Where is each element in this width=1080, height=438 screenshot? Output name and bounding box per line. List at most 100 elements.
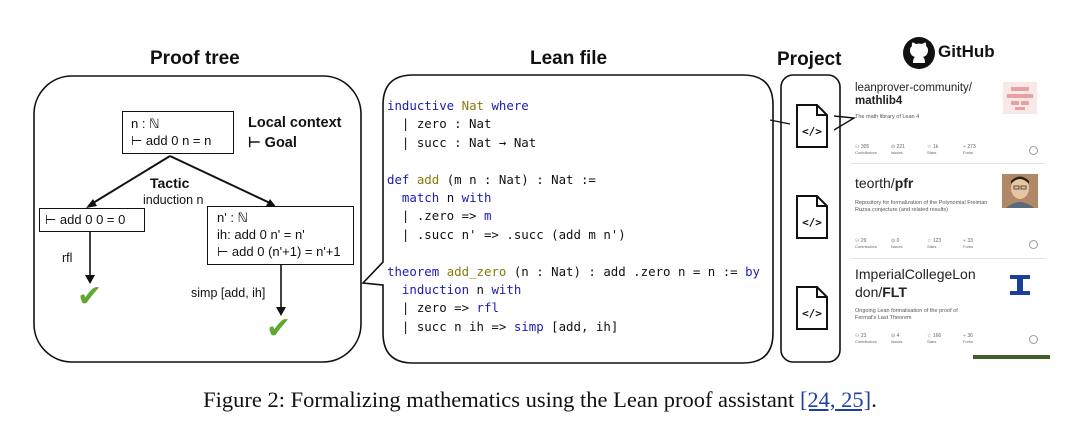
stat-label: Issues <box>891 244 903 249</box>
code-token: with <box>491 282 521 297</box>
base-case-node: ⊢ add 0 0 = 0 <box>39 208 145 232</box>
root-goal-node: n : ℕ ⊢ add 0 n = n <box>122 111 234 154</box>
code-file-icon: </> <box>791 194 831 240</box>
code-file-icon: </> <box>791 285 831 331</box>
code-token: [add, ih] <box>551 319 618 334</box>
card3-description: Ongoing Lean formalisation of the proof … <box>855 308 975 322</box>
card1-description: The math library of Lean 4 <box>855 114 995 121</box>
card1-repo[interactable]: mathlib4 <box>855 95 902 107</box>
project-file-2: </> <box>791 194 831 245</box>
root-hypothesis: n : ℕ <box>131 115 159 133</box>
card2-org: teorth/ <box>855 175 895 191</box>
base-case-goal: ⊢ add 0 0 = 0 <box>45 211 125 229</box>
root-goal: ⊢ add 0 n = n <box>131 132 211 150</box>
stat-label: Stars <box>927 150 936 155</box>
project-file-1: </> <box>791 103 831 154</box>
bottom-bar <box>973 355 1050 359</box>
code-token: m <box>484 208 491 223</box>
right-check-icon: ✔ <box>266 311 291 346</box>
card-separator <box>851 163 1046 164</box>
card3-repo: FLT <box>882 284 907 300</box>
rfl-tactic-label: rfl <box>62 251 72 265</box>
repo-stat: ⚇ 23Contributors <box>855 333 877 345</box>
card-separator <box>851 258 1046 259</box>
project-file-3: </> <box>791 285 831 336</box>
code-token: | succ : Nat → Nat <box>387 135 536 150</box>
code-token: def <box>387 172 417 187</box>
card3-org-line2: don/ <box>855 284 882 300</box>
code-token: where <box>491 98 528 113</box>
caption-text: Figure 2: Formalizing mathematics using … <box>203 387 800 412</box>
inductive-hyp-n: n' : ℕ <box>217 209 248 227</box>
stat-label: Contributors <box>855 244 877 249</box>
code-token: | succ n ih => <box>387 319 514 334</box>
mathlib-logo-icon <box>1003 82 1037 114</box>
stat-label: Issues <box>891 339 903 344</box>
code-token: add_zero <box>447 264 514 279</box>
code-line: induction n with <box>387 281 760 299</box>
repo-stat: ☆ 166Stars <box>927 333 941 345</box>
code-line: | succ n ih => simp [add, ih] <box>387 318 760 336</box>
lean-code-block: inductive Nat where | zero : Nat | succ … <box>387 97 760 336</box>
code-line: inductive Nat where <box>387 97 760 115</box>
code-token: theorem <box>387 264 447 279</box>
stat-label: Forks <box>963 244 973 249</box>
code-token: by <box>745 264 760 279</box>
stat-label: Stars <box>927 244 936 249</box>
code-token: (n : Nat) : add .zero n = n := <box>514 264 745 279</box>
simp-tactic-label: simp [add, ih] <box>191 286 265 300</box>
card1-org[interactable]: leanprover-community/ <box>855 82 972 94</box>
code-token: rfl <box>477 300 499 315</box>
code-line: | succ : Nat → Nat <box>387 134 760 152</box>
stat-label: Contributors <box>855 339 877 344</box>
svg-text:</>: </> <box>802 125 822 138</box>
code-line: theorem add_zero (n : Nat) : add .zero n… <box>387 263 760 281</box>
code-token: add <box>417 172 447 187</box>
code-token: (m n : Nat) : Nat := <box>447 172 596 187</box>
card2-avatar <box>1002 174 1038 208</box>
stat-label: Issues <box>891 150 903 155</box>
code-line <box>387 244 760 262</box>
code-token: | .zero => <box>387 208 484 223</box>
card2-repo: pfr <box>895 175 914 191</box>
code-token: match <box>387 190 447 205</box>
caption-reference-link[interactable]: [24, 25] <box>800 387 871 412</box>
card2-title[interactable]: teorth/pfr <box>855 175 913 191</box>
svg-text:</>: </> <box>802 216 822 229</box>
github-small-icon <box>1029 335 1038 344</box>
card3-stats: ⚇ 23Contributors⊙ 4Issues☆ 166Stars⑂ 36F… <box>855 333 1040 347</box>
person-avatar-icon <box>1002 174 1038 208</box>
code-token: simp <box>514 319 551 334</box>
card1-avatar <box>1003 82 1037 114</box>
tactic-name: induction n <box>143 193 203 207</box>
card2-description: Repository for formalization of the Poly… <box>855 200 995 214</box>
code-token: induction <box>387 282 477 297</box>
local-context-legend: Local context ⊢ Goal <box>248 113 341 153</box>
local-context-label: Local context <box>248 113 341 133</box>
svg-text:</>: </> <box>802 307 822 320</box>
inductive-goal: ⊢ add 0 (n'+1) = n'+1 <box>217 243 341 261</box>
goal-label: ⊢ Goal <box>248 133 341 153</box>
code-token: | zero : Nat <box>387 116 491 131</box>
code-line: | zero => rfl <box>387 299 760 317</box>
card3-org-line1[interactable]: ImperialCollegeLon <box>855 266 976 282</box>
code-token: with <box>462 190 492 205</box>
code-line: | .zero => m <box>387 207 760 225</box>
card3-title-line2[interactable]: don/FLT <box>855 284 907 300</box>
stat-label: Stars <box>927 339 936 344</box>
code-line: match n with <box>387 189 760 207</box>
code-token: Nat <box>462 98 492 113</box>
tactic-label: Tactic <box>150 175 189 191</box>
imperial-logo-icon <box>1008 272 1032 298</box>
left-check-icon: ✔ <box>77 279 102 314</box>
code-line <box>387 152 760 170</box>
